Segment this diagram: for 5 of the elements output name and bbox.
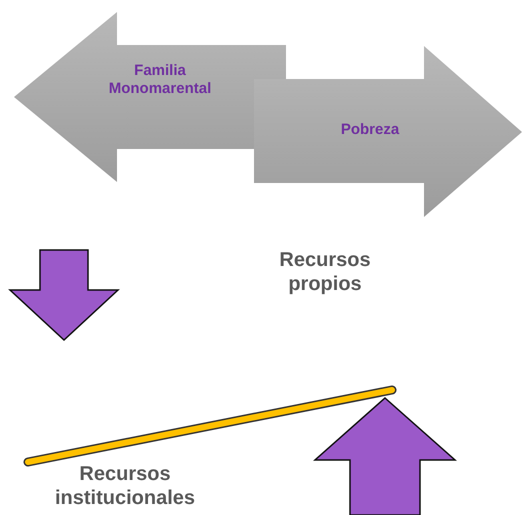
resource-label: Recursos propios (278, 248, 372, 296)
arrow-label: Familia Monomarental (108, 62, 212, 98)
resource-label: Recursos institucionales (54, 462, 196, 510)
right-arrow-shape (254, 46, 522, 217)
arrow-label: Pobreza (340, 121, 400, 139)
